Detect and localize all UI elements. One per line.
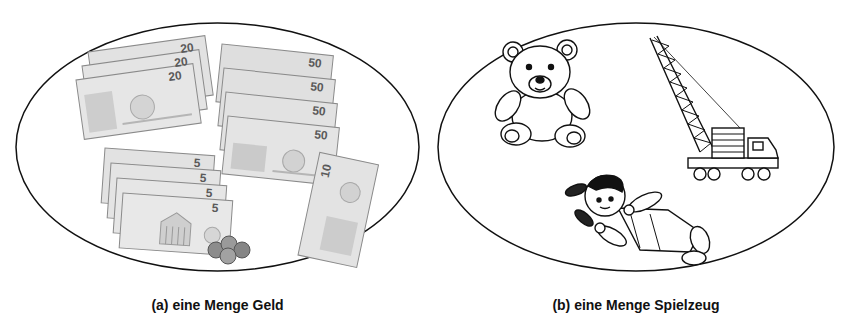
set-caption: (b) eine Menge Spielzeug bbox=[437, 297, 835, 313]
banknote bbox=[76, 64, 201, 140]
doll bbox=[564, 175, 713, 265]
ellipse-outline bbox=[16, 23, 419, 271]
set-caption: (a) eine Menge Geld bbox=[15, 297, 420, 313]
toy-crane bbox=[650, 36, 778, 180]
teddy-bear bbox=[490, 40, 595, 147]
ellipse-outline bbox=[438, 23, 834, 271]
banknote bbox=[298, 152, 379, 267]
coins bbox=[208, 236, 250, 264]
